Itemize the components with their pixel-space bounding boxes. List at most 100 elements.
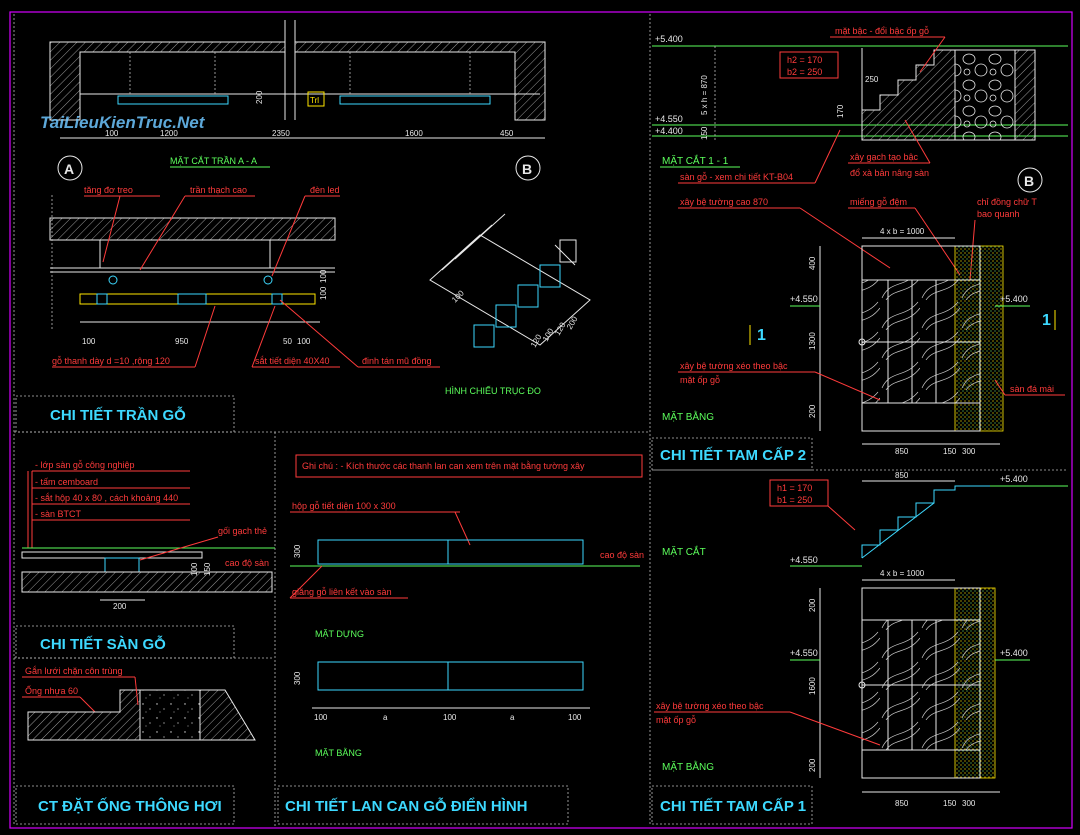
- iso-title: HÌNH CHIẾU TRỤC ĐO: [445, 386, 541, 396]
- dim-top-3: 2350: [272, 129, 290, 138]
- railing-dim-b3: 100: [443, 713, 457, 722]
- dim-top-1: 100: [105, 129, 119, 138]
- tc1-dim-850-top: 850: [895, 471, 909, 480]
- dim-bottom-1: 100: [82, 337, 96, 346]
- tc2-mat-bac: mặt bậc - đổi bậc ốp gỗ: [835, 26, 929, 36]
- axis-b-label: B: [522, 161, 532, 177]
- tc1-mat-op: mặt ốp gỗ: [656, 715, 696, 725]
- svg-text:Trl: Trl: [310, 96, 319, 105]
- tc2-mat-bang: MẶT BẰNG: [662, 410, 714, 423]
- railing-dim-b2: a: [383, 713, 388, 722]
- railing-dim-b5: 100: [568, 713, 582, 722]
- railing-dim-300a: 300: [293, 544, 302, 558]
- tc2-dim-300: 300: [962, 447, 976, 456]
- layer-1: - lớp sàn gỗ công nghiệp: [35, 460, 134, 470]
- tc2-chi-dong: chỉ đồng chữ T: [977, 197, 1037, 207]
- goi-gach: gối gạch thẻ: [218, 526, 267, 536]
- layer-4: - sàn BTCT: [35, 509, 82, 519]
- dim-bottom-2: 950: [175, 337, 189, 346]
- tc2-cut-left: 1: [757, 327, 766, 344]
- tc1-dim-150: 150: [943, 799, 957, 808]
- tc2-xay-gach: xây gạch tạo bậc: [850, 152, 919, 162]
- note-tang-do: tăng đơ treo: [84, 185, 133, 195]
- tc1-title: CHI TIẾT TAM CẤP 1: [660, 798, 806, 815]
- railing-dim-b1: 100: [314, 713, 328, 722]
- railing-dim-300b: 300: [293, 671, 302, 685]
- hop-go-label: hộp gỗ tiết diện 100 x 300: [292, 501, 396, 511]
- tc1-dim-300: 300: [962, 799, 976, 808]
- railing-mat-bang: MẶT BẰNG: [315, 748, 362, 758]
- watermark-logo: TaiLieuKienTruc.Net: [40, 113, 206, 132]
- isometric-view: [429, 213, 591, 348]
- tc2-san-go: sàn gỗ - xem chi tiết KT-B04: [680, 172, 793, 182]
- floor-cao-do: cao độ sàn: [225, 558, 269, 568]
- railing-mat-dung: MẶT DỰNG: [315, 629, 364, 639]
- vent-note-1: Gắn lưới chặn côn trùng: [25, 666, 122, 676]
- tc2-dim-250: 250: [865, 75, 879, 84]
- dim-top-5: 450: [500, 129, 514, 138]
- tc2-san-da: sàn đá mài: [1010, 384, 1054, 394]
- step-detail-1: 850 h1 = 170 b1 = 250 +5.400 MẶT CẮT +4.…: [651, 471, 1068, 825]
- note-go-thanh: gỗ thanh dày d =10 ,rộng 120: [52, 356, 170, 366]
- tc2-5xh: 5 x h = 870: [700, 75, 709, 115]
- railing-detail: Ghi chú : - Kích thước các thanh lan can…: [277, 454, 644, 825]
- section-aa-title: MẶT CẮT TRẦN A - A: [170, 156, 257, 166]
- tc1-xay-be-xeo: xây bệ tường xéo theo bậc: [656, 701, 764, 711]
- dim-bottom-4: 100: [297, 337, 311, 346]
- tc2-lv-top: +5.400: [655, 34, 683, 44]
- tc1-b1: b1 = 250: [777, 495, 812, 505]
- tc1-dim-1600: 1600: [808, 677, 817, 695]
- tc1-lv-top: +5.400: [1000, 474, 1028, 484]
- note-den-led: đèn led: [310, 185, 340, 195]
- vent-pipe-detail: Gắn lưới chặn côn trùng Ống nhựa 60 CT Đ…: [15, 666, 256, 825]
- floor-detail: - lớp sàn gỗ công nghiệp - tấm cemboard …: [15, 460, 275, 659]
- tc2-cut-right: 1: [1042, 312, 1051, 329]
- tran-go-title: CHI TIẾT TRẦN GỖ: [50, 406, 186, 424]
- tc1-lv-left: +4.550: [790, 648, 818, 658]
- tc2-lv-4550: +4.550: [655, 114, 683, 124]
- floor-dim-100: 100: [190, 562, 199, 576]
- giang-go-label: giăng gỗ liên kết vào sàn: [292, 587, 392, 597]
- tc2-dim-1300: 1300: [808, 332, 817, 350]
- tc2-b2: b2 = 250: [787, 67, 822, 77]
- floor-dim-200: 200: [113, 602, 127, 611]
- tc1-lv-right: +5.400: [1000, 648, 1028, 658]
- tc2-dim-850: 850: [895, 447, 909, 456]
- tc2-bao-quanh: bao quanh: [977, 209, 1020, 219]
- san-go-title: CHI TIẾT SÀN GỖ: [40, 635, 166, 653]
- tc2-dim-170: 170: [836, 104, 845, 118]
- axis-a-label: A: [64, 161, 74, 177]
- iso-dim-5: 200: [565, 314, 580, 331]
- dim-bottom-3: 50: [283, 337, 292, 346]
- dim-side-2: 100: [319, 269, 328, 283]
- railing-dim-b4: a: [510, 713, 515, 722]
- layer-2: - tấm cemboard: [35, 477, 98, 487]
- dim-200: 200: [255, 90, 264, 104]
- tc1-h1: h1 = 170: [777, 483, 812, 493]
- ceiling-detail: Trl 200 100 1200 2350 1600 450 TaiLieuKi…: [15, 20, 591, 433]
- tc2-lv-right: +5.400: [1000, 294, 1028, 304]
- floor-dim-150: 150: [203, 562, 212, 576]
- iso-dim-3: 100: [541, 326, 556, 343]
- note-tran-thach-cao: trần thạch cao: [190, 185, 247, 195]
- tc2-mieng-go: miếng gỗ đệm: [850, 197, 907, 207]
- dim-top-4: 1600: [405, 129, 423, 138]
- railing-cao-do: cao độ sàn: [600, 550, 644, 560]
- tc2-title: CHI TIẾT TAM CẤP 2: [660, 447, 806, 464]
- tc2-150: 150: [700, 126, 709, 140]
- tc1-dim-200b: 200: [808, 758, 817, 772]
- tc2-section: MẶT CẮT 1 - 1: [662, 154, 729, 167]
- tc1-mat-cat: MẶT CẮT: [662, 545, 706, 558]
- tc2-xay-be-870: xây bệ tường cao 870: [680, 197, 768, 207]
- tc2-h2: h2 = 170: [787, 55, 822, 65]
- tc2-axis-b: B: [1024, 173, 1034, 189]
- tc1-mat-bang: MẶT BẰNG: [662, 760, 714, 773]
- tc1-dim-850: 850: [895, 799, 909, 808]
- tc2-mat-op: mặt ốp gỗ: [680, 375, 720, 385]
- lancan-title: CHI TIẾT LAN CAN GỖ ĐIỂN HÌNH: [285, 797, 528, 815]
- tc2-4xb: 4 x b = 1000: [880, 227, 925, 236]
- tc2-do-xa: đổ xà bản nâng sàn: [850, 168, 929, 178]
- tc1-lv-4550: +4.550: [790, 555, 818, 565]
- iso-dim-2: 120: [529, 332, 544, 349]
